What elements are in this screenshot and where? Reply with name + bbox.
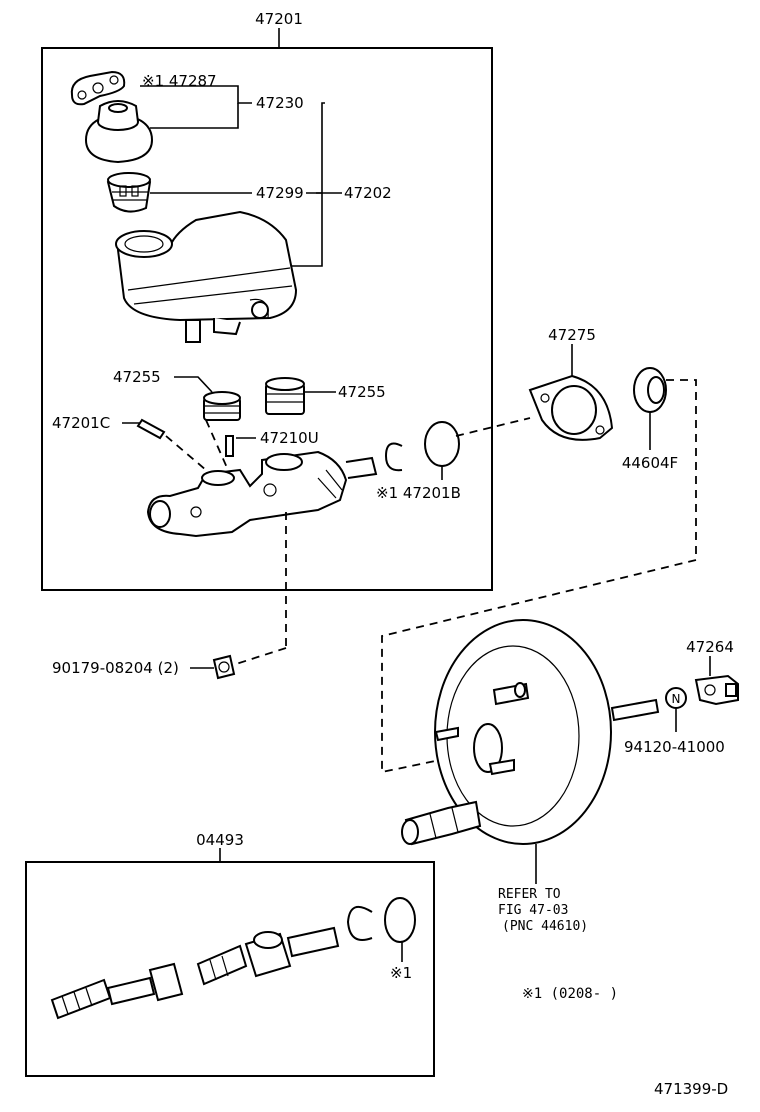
- pin-47201C: [136, 418, 166, 440]
- label-47264: 47264: [686, 638, 734, 656]
- label-47299: 47299: [256, 184, 304, 202]
- label-47202: 47202: [344, 184, 392, 202]
- master-cylinder-assembly-box: [41, 47, 493, 591]
- footnote: ※1 (0208- ): [522, 986, 618, 1002]
- label-94120-41000: 94120-41000: [624, 738, 725, 756]
- label-90179-08204: 90179-08204 (2): [52, 659, 179, 677]
- label-47210U: 47210U: [260, 429, 319, 447]
- o-ring-47201B: [424, 421, 460, 467]
- seal-44604F: [633, 367, 667, 413]
- pin-47210U: [225, 435, 234, 457]
- bolt-90179-08204: [212, 654, 236, 680]
- refer-line-1: REFER TO: [498, 887, 561, 902]
- secondary-piston: [196, 926, 340, 986]
- refer-line-3: (PNC 44610): [502, 919, 588, 934]
- label-47201B: ※1 47201B: [376, 484, 461, 502]
- reservoir-47202: [115, 210, 298, 343]
- label-47230: 47230: [256, 94, 304, 112]
- label-47201C: 47201C: [52, 414, 110, 432]
- strainer-47299: [106, 172, 152, 213]
- gasket-47275: [528, 374, 614, 441]
- gasket-47287: [70, 70, 126, 106]
- snap-ring-47201B: [384, 442, 403, 472]
- label-04493: 04493: [196, 831, 244, 849]
- kit-o-ring: [384, 897, 416, 943]
- grommet-47255-left: [203, 391, 241, 421]
- label-47287: ※1 47287: [142, 72, 217, 90]
- label-47275: 47275: [548, 326, 596, 344]
- reservoir-cap-47230: [84, 100, 154, 164]
- label-kit-mark: ※1: [390, 964, 412, 982]
- label-47201: 47201: [255, 10, 303, 28]
- kit-snap-ring: [346, 905, 373, 941]
- brake-booster: [401, 619, 660, 846]
- label-47255-right: 47255: [338, 383, 386, 401]
- nut-symbol-N: N: [665, 687, 687, 709]
- label-44604F: 44604F: [622, 454, 678, 472]
- n-symbol-text: N: [672, 692, 681, 706]
- grommet-47255-right: [265, 377, 305, 415]
- refer-line-2: FIG 47-03: [498, 903, 568, 918]
- master-cylinder-body: [146, 450, 378, 538]
- figure-code: 471399-D: [654, 1080, 728, 1098]
- primary-piston: [50, 962, 184, 1020]
- repair-kit-box: [25, 861, 435, 1077]
- clevis-47264: [694, 674, 739, 706]
- label-47255-left: 47255: [113, 368, 161, 386]
